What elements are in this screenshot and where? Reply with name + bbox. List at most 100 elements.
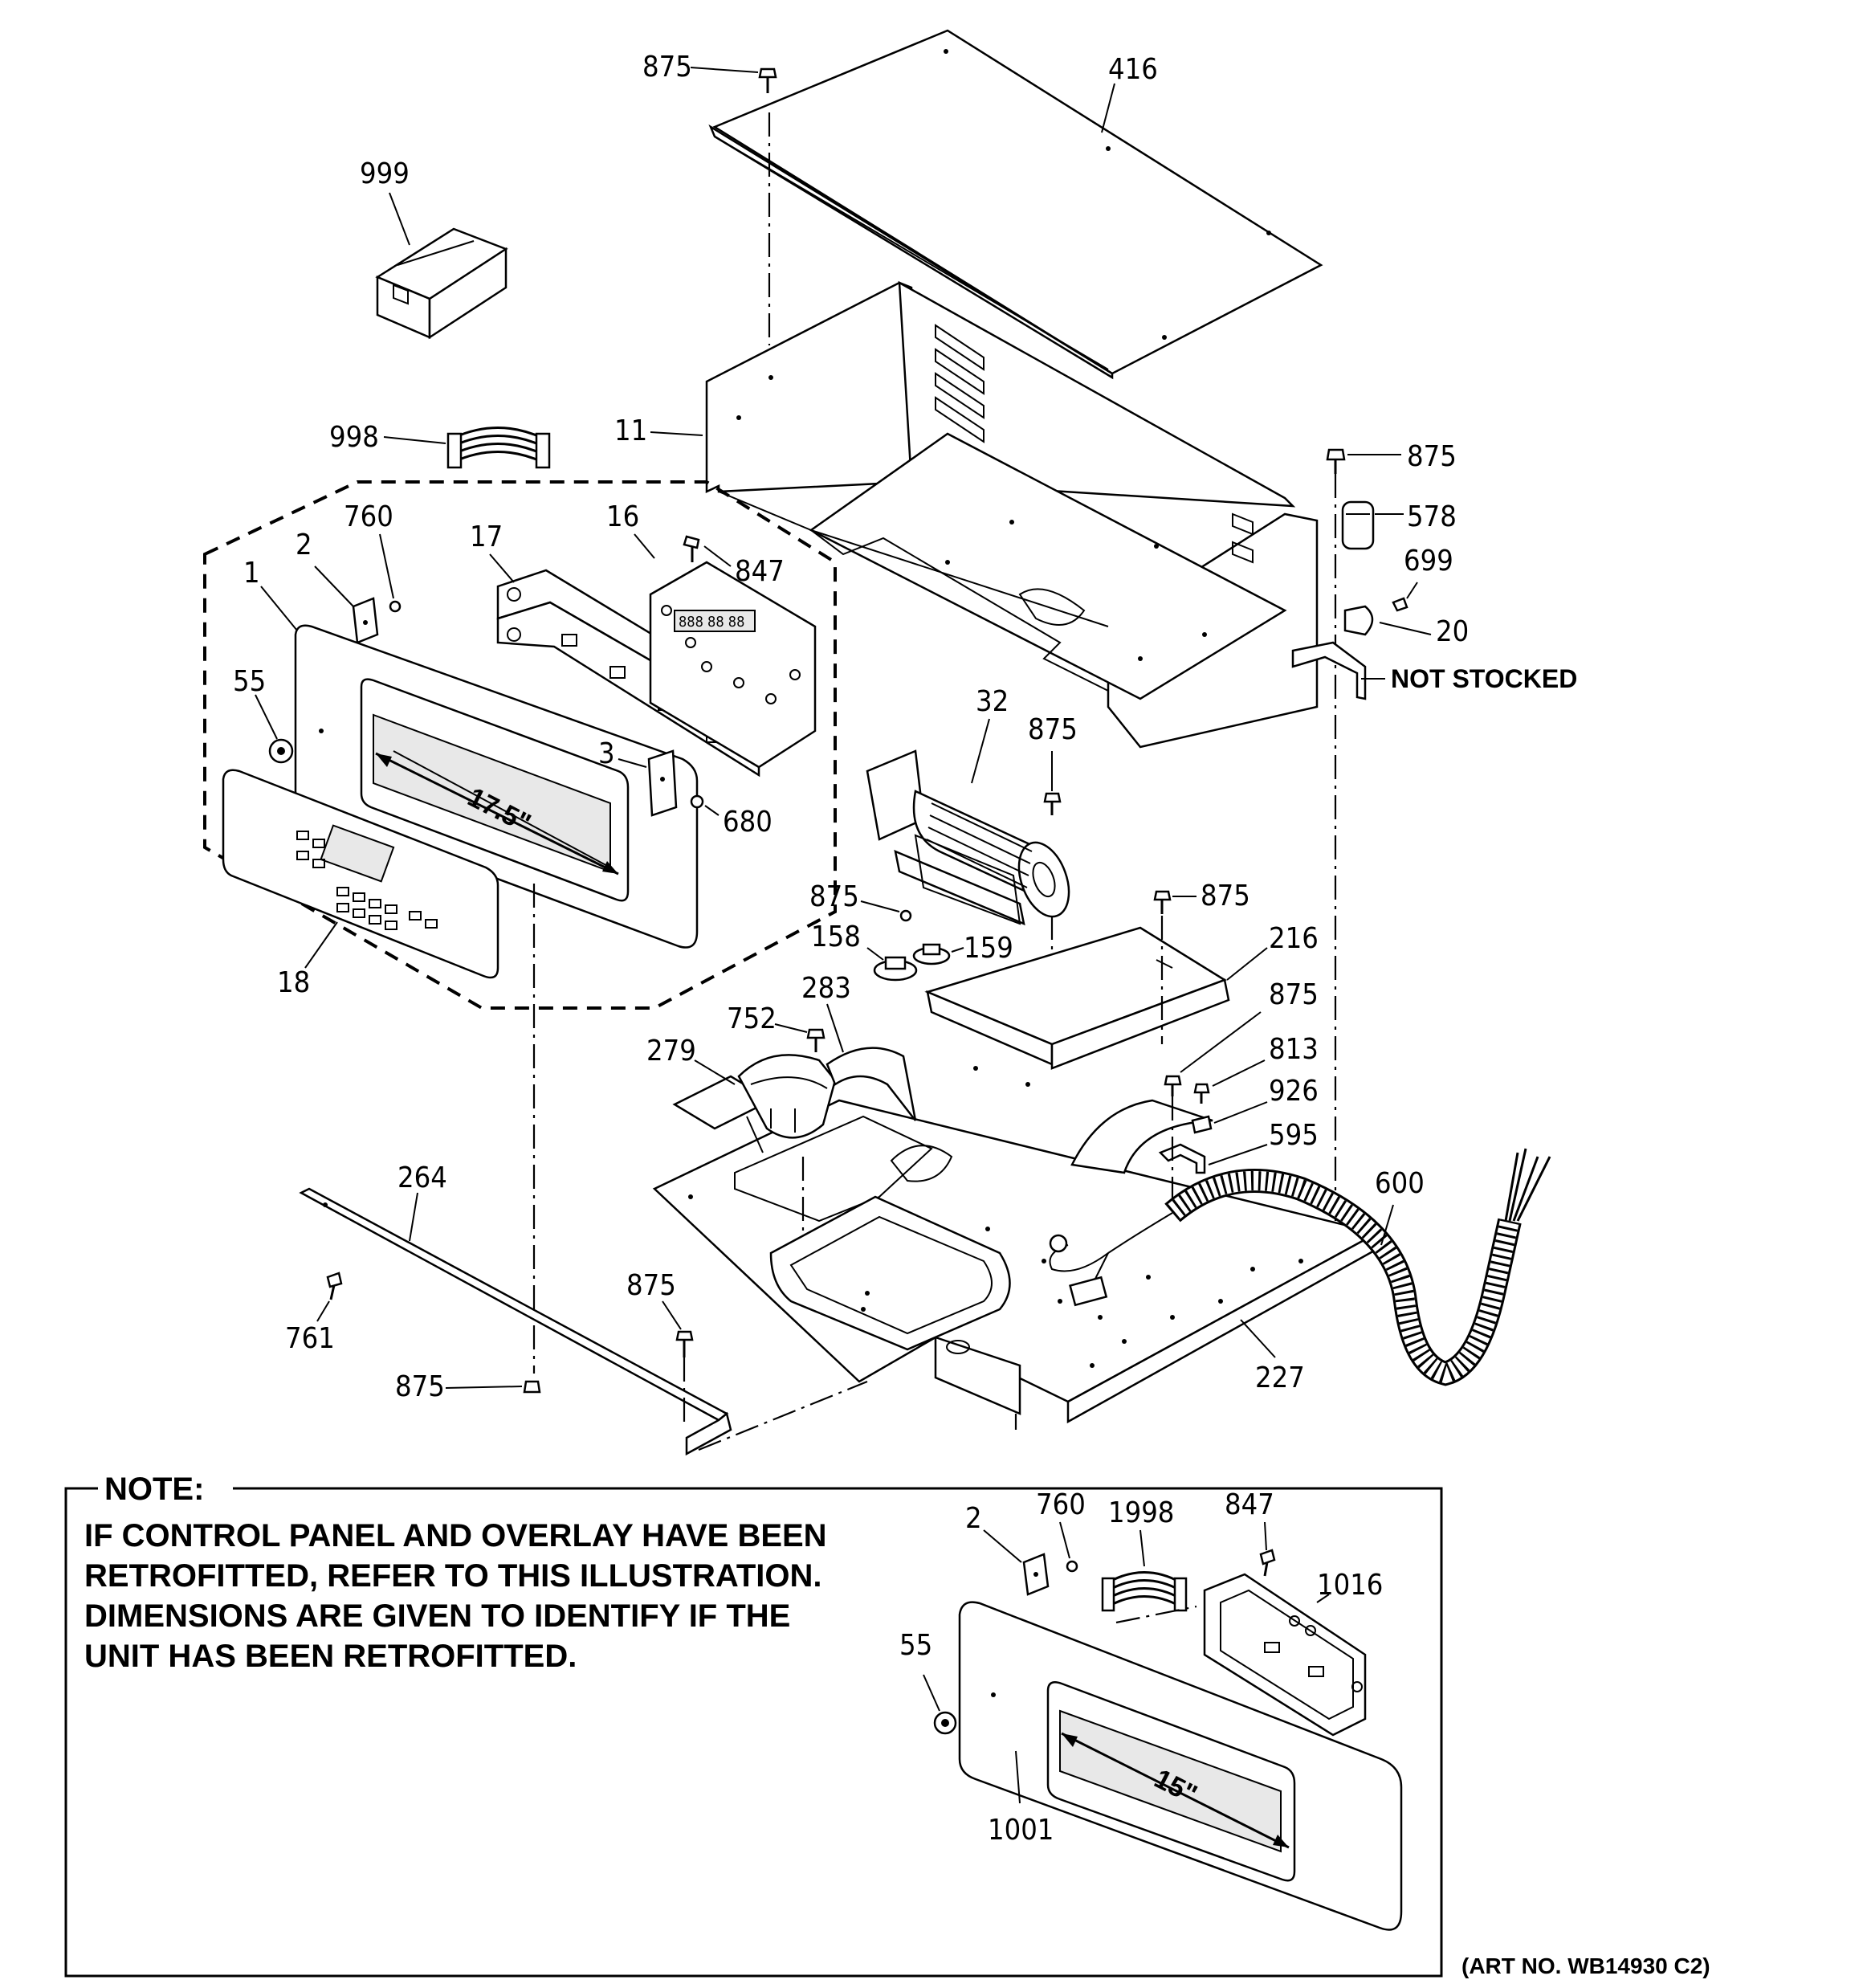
- leader-3: [618, 758, 647, 768]
- leader-600: [1380, 1204, 1394, 1246]
- leader-264: [409, 1192, 418, 1242]
- top-cover-part-416: [708, 29, 1323, 380]
- parts-box-999: [375, 227, 508, 340]
- leader-16: [634, 533, 655, 559]
- callout-1016: 1016: [1317, 1569, 1383, 1602]
- screw-813: [1193, 1083, 1210, 1104]
- leader-875-thermostat: [860, 900, 900, 912]
- leader-n1998: [1139, 1529, 1145, 1567]
- leader-11: [650, 431, 703, 436]
- callout-1001: 1001: [988, 1814, 1054, 1847]
- alignment-line: [698, 1380, 868, 1451]
- leader-761: [316, 1300, 330, 1322]
- note-line-2: RETROFITTED, REFER TO THIS ILLUSTRATION.: [84, 1558, 822, 1594]
- leader-680: [704, 805, 720, 816]
- screw-847-retrofit: [1259, 1549, 1276, 1577]
- callout-875-top: 875: [642, 51, 692, 84]
- callout-875-thermostat: 875: [809, 880, 859, 913]
- callout-875-right: 875: [1407, 440, 1457, 473]
- leader-760: [379, 533, 394, 599]
- bracket-3: [647, 749, 678, 817]
- oven-bottom-227: [652, 1066, 1380, 1424]
- screw-875-595: [1164, 1075, 1182, 1096]
- callout-595: 595: [1269, 1119, 1319, 1152]
- callout-875-bracket: 875: [626, 1269, 676, 1302]
- duct-283: [826, 1047, 917, 1121]
- leader-999: [389, 192, 410, 246]
- screw-680: [690, 794, 704, 809]
- leader-n2: [983, 1529, 1022, 1563]
- leader-216: [1226, 947, 1268, 981]
- callout-752: 752: [727, 1002, 777, 1035]
- leader-n55: [923, 1674, 940, 1712]
- callout-998: 998: [329, 421, 379, 454]
- screw-760-retrofit: [1066, 1560, 1078, 1573]
- callout-32: 32: [976, 685, 1009, 718]
- leader-875-top: [690, 67, 759, 73]
- leader-32: [971, 718, 990, 784]
- control-board-16: 888 88 88: [649, 561, 817, 769]
- note-line-4: UNIT HAS BEEN RETROFITTED.: [84, 1639, 577, 1674]
- callout-279: 279: [646, 1035, 696, 1067]
- clip-926: [1191, 1115, 1213, 1134]
- callout-847-retrofit: 847: [1225, 1488, 1274, 1521]
- leader-847: [703, 545, 732, 567]
- callout-875-bottom: 875: [395, 1370, 445, 1403]
- oven-bottom-holes: [688, 1066, 1303, 1368]
- conduit-600: [1049, 1148, 1551, 1386]
- harness-1998: [1101, 1571, 1188, 1612]
- callout-227: 227: [1255, 1361, 1305, 1394]
- leader-n760: [1059, 1521, 1070, 1559]
- screw-875-fan: [1043, 792, 1062, 815]
- screw-847: [683, 535, 700, 562]
- callout-875-baffle: 875: [1201, 880, 1250, 912]
- control-overlay-18: [222, 769, 499, 979]
- screw-875-baffle: [1153, 890, 1172, 914]
- callout-875-595: 875: [1269, 978, 1319, 1011]
- control-board-1016: [1203, 1573, 1367, 1737]
- knob-55-retrofit: [933, 1692, 996, 1735]
- note-line-1: IF CONTROL PANEL AND OVERLAY HAVE BEEN: [84, 1518, 827, 1553]
- bracket-not-stocked: [1291, 641, 1367, 700]
- callout-999: 999: [360, 157, 410, 190]
- leader-279: [694, 1059, 736, 1085]
- leader-n847: [1264, 1521, 1267, 1551]
- screw-875-top: [758, 67, 777, 93]
- capacitor-578: [1341, 500, 1375, 550]
- callout-1: 1: [243, 557, 260, 590]
- callout-600: 600: [1375, 1167, 1425, 1200]
- callout-926: 926: [1269, 1075, 1319, 1108]
- callout-2-retrofit: 2: [965, 1502, 982, 1535]
- leader-875-595: [1180, 1011, 1262, 1073]
- screw-875-right: [1326, 448, 1346, 474]
- callout-159: 159: [964, 932, 1013, 965]
- callout-761: 761: [285, 1322, 335, 1355]
- screw-752: [806, 1028, 826, 1052]
- callout-16: 16: [606, 500, 639, 533]
- callout-55: 55: [233, 665, 266, 698]
- callout-680: 680: [723, 806, 773, 839]
- bracket-2: [352, 597, 379, 644]
- screw-761: [326, 1272, 343, 1300]
- leader-158: [866, 947, 884, 961]
- note-box: NOTE: IF CONTROL PANEL AND OVERLAY HAVE …: [64, 1472, 1443, 1978]
- blower-279: [672, 1054, 837, 1153]
- leader-n1001: [1015, 1750, 1021, 1804]
- clamp-20: [1343, 605, 1374, 636]
- leader-813: [1212, 1059, 1266, 1087]
- leader-875-bracket: [662, 1300, 682, 1330]
- screw-875-thermostat: [899, 909, 912, 922]
- deflector: [1070, 1099, 1213, 1174]
- callout-760: 760: [344, 500, 393, 533]
- leader-55: [255, 694, 278, 740]
- callout-699: 699: [1404, 545, 1453, 578]
- thermostat-159: [912, 943, 951, 965]
- leader-227: [1240, 1319, 1276, 1358]
- screw-760: [389, 600, 402, 613]
- note-title: NOTE:: [104, 1472, 204, 1507]
- callout-847: 847: [735, 555, 785, 588]
- trim-strip-264: [299, 1187, 732, 1456]
- convection-fan-32: [866, 749, 1070, 926]
- screw-699: [1392, 597, 1408, 612]
